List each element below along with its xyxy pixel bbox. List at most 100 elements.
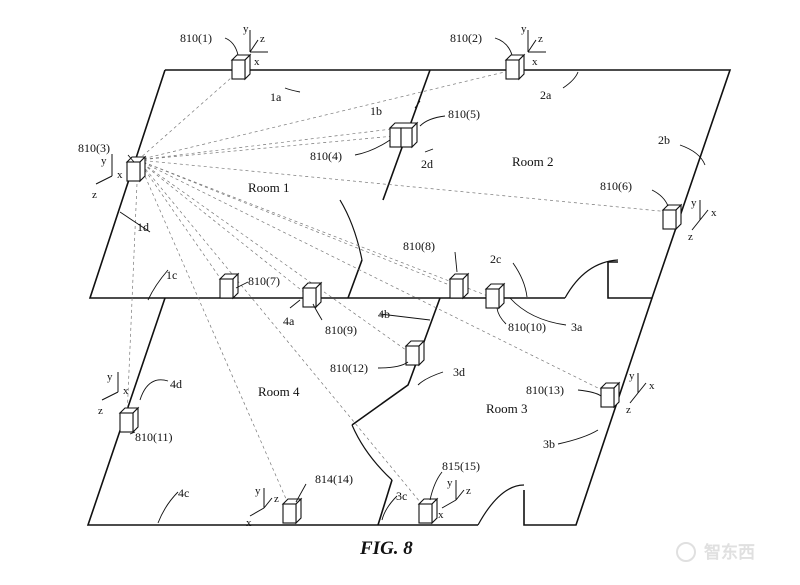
svg-text:z: z [260, 33, 265, 45]
room-labels: Room 1 Room 2 Room 3 Room 4 [248, 154, 554, 416]
svg-text:x: x [117, 169, 123, 181]
device-810-10 [484, 282, 506, 310]
svg-text:x: x [532, 56, 538, 68]
door-swing-room1 [339, 199, 363, 261]
svg-text:y: y [243, 23, 249, 35]
sensor-cubes [118, 53, 683, 525]
svg-text:x: x [649, 380, 655, 392]
watermark: 智东西 [676, 542, 755, 563]
svg-text:z: z [466, 485, 471, 497]
svg-text:y: y [629, 370, 635, 382]
watermark-text: 智东西 [704, 542, 755, 563]
wall-labels: 1a 1b 1c 1d 2a 2b 2c 2d 3a 3b 3c 3d 4a 4… [137, 88, 670, 503]
device-810-4-5 [388, 121, 419, 149]
door-swing-room3 [477, 484, 525, 526]
svg-text:z: z [98, 405, 103, 417]
device-label-810-5: 810(5) [448, 107, 480, 121]
svg-text:y: y [101, 155, 107, 167]
room-label-1: Room 1 [248, 180, 290, 195]
wall-1d [88, 69, 348, 299]
axis-triad-810-13: y x z [626, 370, 655, 416]
room-label-4: Room 4 [258, 384, 300, 399]
svg-text:x: x [123, 385, 129, 397]
wall-label-4a: 4a [283, 314, 295, 328]
wall-label-4b: 4b [378, 307, 390, 321]
svg-text:y: y [521, 23, 527, 35]
axis-triad-810-2: y xz [521, 23, 546, 68]
device-810-3 [125, 155, 147, 183]
device-810-2 [504, 53, 526, 81]
device-815-15 [417, 497, 439, 525]
device-label-810-11: 810(11) [135, 430, 173, 444]
device-label-810-3: 810(3) [78, 141, 110, 155]
device-810-8 [448, 272, 470, 300]
leader-lines [119, 37, 706, 524]
device-810-11 [118, 406, 140, 434]
device-label-810-13: 810(13) [526, 383, 564, 397]
svg-text:y: y [255, 485, 261, 497]
wall-label-3b: 3b [543, 437, 555, 451]
axis-triad-814-14: y z x [246, 485, 279, 529]
svg-text:x: x [246, 517, 252, 529]
wall-label-2b: 2b [658, 133, 670, 147]
axis-triad-810-11: yx z [98, 371, 129, 417]
wall-3c-lower [377, 479, 393, 526]
device-label-810-1: 810(1) [180, 31, 212, 45]
device-label-815-15: 815(15) [442, 459, 480, 473]
room-label-3: Room 3 [486, 401, 528, 416]
svg-text:z: z [274, 493, 279, 505]
wall-label-4c: 4c [178, 486, 189, 500]
device-label-810-7: 810(7) [248, 274, 280, 288]
wall-2d-lower [347, 259, 363, 299]
svg-text:y: y [107, 371, 113, 383]
lower-floor [86, 297, 653, 526]
device-label-810-6: 810(6) [600, 179, 632, 193]
device-label-810-4: 810(4) [310, 149, 342, 163]
wall-label-3c: 3c [396, 489, 407, 503]
svg-text:x: x [711, 207, 717, 219]
svg-text:z: z [626, 404, 631, 416]
device-label-810-2: 810(2) [450, 31, 482, 45]
axis-triad-810-3: yx z [92, 154, 123, 201]
device-label-810-8: 810(8) [403, 239, 435, 253]
svg-text:y: y [447, 477, 453, 489]
room-label-2: Room 2 [512, 154, 554, 169]
axis-triads: yxz yxz yxz yxz yxz yxz yzx yzx [92, 23, 717, 529]
axis-triad-810-1: y xz [243, 23, 268, 68]
wall-label-3a: 3a [571, 320, 583, 334]
wall-label-2a: 2a [540, 88, 552, 102]
axis-triad-810-6: y x z [688, 197, 717, 243]
wall-label-2c: 2c [490, 252, 501, 266]
device-810-12 [404, 339, 426, 367]
wall-label-1b: 1b [370, 104, 382, 118]
svg-text:y: y [691, 197, 697, 209]
device-label-810-10: 810(10) [508, 320, 546, 334]
device-810-6 [661, 203, 683, 231]
wall-label-1d: 1d [137, 220, 149, 234]
device-label-810-9: 810(9) [325, 323, 357, 337]
figure-caption: FIG. 8 [359, 538, 413, 559]
door-swing-room2 [564, 259, 619, 299]
svg-text:z: z [688, 231, 693, 243]
device-labels: 810(1) 810(2) 810(3) 810(4) 810(5) 810(6… [78, 31, 632, 486]
device-label-810-12: 810(12) [330, 361, 368, 375]
svg-text:z: z [92, 189, 97, 201]
svg-text:x: x [254, 56, 260, 68]
upper-floor [88, 69, 732, 299]
wall-label-4d: 4d [170, 377, 182, 391]
wall-4d [86, 297, 378, 526]
svg-text:x: x [438, 509, 444, 521]
wall-3b [523, 297, 653, 526]
wall-outline-upper [165, 69, 732, 299]
device-810-1 [230, 53, 252, 81]
device-810-9 [301, 281, 323, 309]
svg-text:z: z [538, 33, 543, 45]
axis-triad-815-15: y z x [438, 477, 471, 521]
device-label-814-14: 814(14) [315, 472, 353, 486]
device-810-13 [599, 381, 621, 409]
wall-label-1c: 1c [166, 268, 177, 282]
signal-rays [126, 69, 671, 509]
wall-label-2d: 2d [421, 157, 433, 171]
